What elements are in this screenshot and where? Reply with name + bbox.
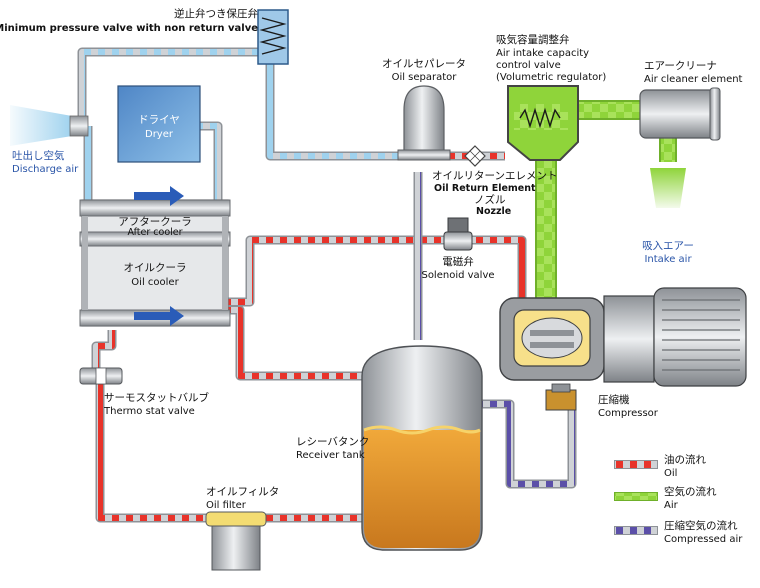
discharge-nozzle — [69, 115, 89, 137]
oil-separator-label-jp: オイルセパレータ — [382, 58, 466, 70]
legend-oil-label-jp: 油の流れ — [664, 454, 706, 466]
cooler-unit — [79, 199, 231, 327]
intake-control-valve-label-jp: 吸気容量調整弁 — [496, 34, 570, 46]
legend-oil-label-en: Oil — [664, 468, 678, 479]
receiver-tank-unit — [361, 345, 483, 551]
min-pressure-valve-label-en: Minimum pressure valve with non return v… — [0, 23, 258, 34]
intake-air-label-jp: 吸入エアー — [642, 240, 694, 252]
solenoid-valve-unit — [443, 217, 473, 251]
legend-air-swatch — [614, 492, 658, 501]
intake-control-valve-label-en2: control valve — [496, 60, 561, 71]
after-cooler-label-en: After cooler — [127, 227, 183, 238]
dryer-label-en: Dryer — [145, 129, 173, 140]
oil-return-element — [464, 145, 486, 167]
legend-compressed-label-en: Compressed air — [664, 534, 743, 545]
dryer-label-jp: ドライヤ — [138, 114, 180, 126]
air-cleaner-label-jp: エアークリーナ — [644, 60, 717, 72]
arrow-right-icon — [134, 186, 184, 206]
discharge-air-flow — [10, 105, 72, 146]
receiver-tank-label-en: Receiver tank — [296, 450, 365, 461]
receiver-tank-label-jp: レシーバタンク — [296, 436, 370, 448]
spring-icon — [259, 17, 287, 55]
legend-air-label-en: Air — [664, 500, 678, 511]
intake-air-label-en: Intake air — [644, 254, 692, 265]
oil-cooler-label-jp: オイルクーラ — [123, 262, 187, 274]
legend-oil-swatch — [614, 460, 658, 469]
legend — [614, 460, 658, 535]
oil-separator-unit — [397, 85, 451, 161]
legend-compressed-label-jp: 圧縮空気の流れ — [664, 520, 738, 532]
min-pressure-valve-label-jp: 逆止弁つき保圧弁 — [174, 8, 258, 20]
spring-icon — [519, 107, 561, 129]
solenoid-valve-label-en: Solenoid valve — [421, 270, 495, 281]
nozzle-label-jp: ノズル — [474, 194, 506, 206]
intake-control-valve — [507, 85, 579, 161]
solenoid-valve-label-jp: 電磁弁 — [442, 256, 474, 268]
after-cooler-label-jp: アフタークーラ — [118, 216, 192, 228]
thermostat-valve — [79, 367, 123, 385]
thermo-valve-label-en: Thermo stat valve — [104, 406, 195, 417]
compressor-label-jp: 圧縮機 — [598, 394, 630, 406]
oil-return-label-jp: オイルリターンエレメント — [432, 170, 558, 182]
arrow-right-icon — [134, 306, 184, 326]
discharge-air-label-en: Discharge air — [12, 164, 79, 175]
air-cleaner-label-en: Air cleaner element — [644, 74, 743, 85]
flow-arrows — [134, 186, 184, 326]
oil-filter-unit — [205, 511, 267, 571]
dryer-unit — [117, 85, 201, 163]
minimum-pressure-valve — [257, 9, 289, 65]
oil-return-label-en: Oil Return Element — [434, 183, 536, 194]
air-cleaner-unit — [639, 87, 721, 141]
pipes — [77, 47, 685, 523]
compressor-unit — [499, 287, 747, 411]
intake-air-flow — [650, 168, 686, 208]
legend-compressed-swatch — [614, 526, 658, 535]
compressor-label-en: Compressor — [598, 408, 658, 419]
oil-filter-label-jp: オイルフィルタ — [206, 486, 280, 498]
oil-separator-label-en: Oil separator — [391, 72, 457, 83]
intake-control-valve-label-en3: (Volumetric regulator) — [496, 72, 607, 83]
legend-air-label-jp: 空気の流れ — [664, 486, 717, 498]
nozzle-label-en: Nozzle — [476, 206, 512, 217]
oil-cooler-label-en: Oil cooler — [131, 277, 179, 288]
discharge-air-label-jp: 吐出し空気 — [12, 150, 65, 162]
thermo-valve-label-jp: サーモスタットバルブ — [104, 392, 209, 404]
intake-control-valve-label-en1: Air intake capacity — [496, 48, 590, 59]
oil-filter-label-en: Oil filter — [206, 500, 246, 511]
